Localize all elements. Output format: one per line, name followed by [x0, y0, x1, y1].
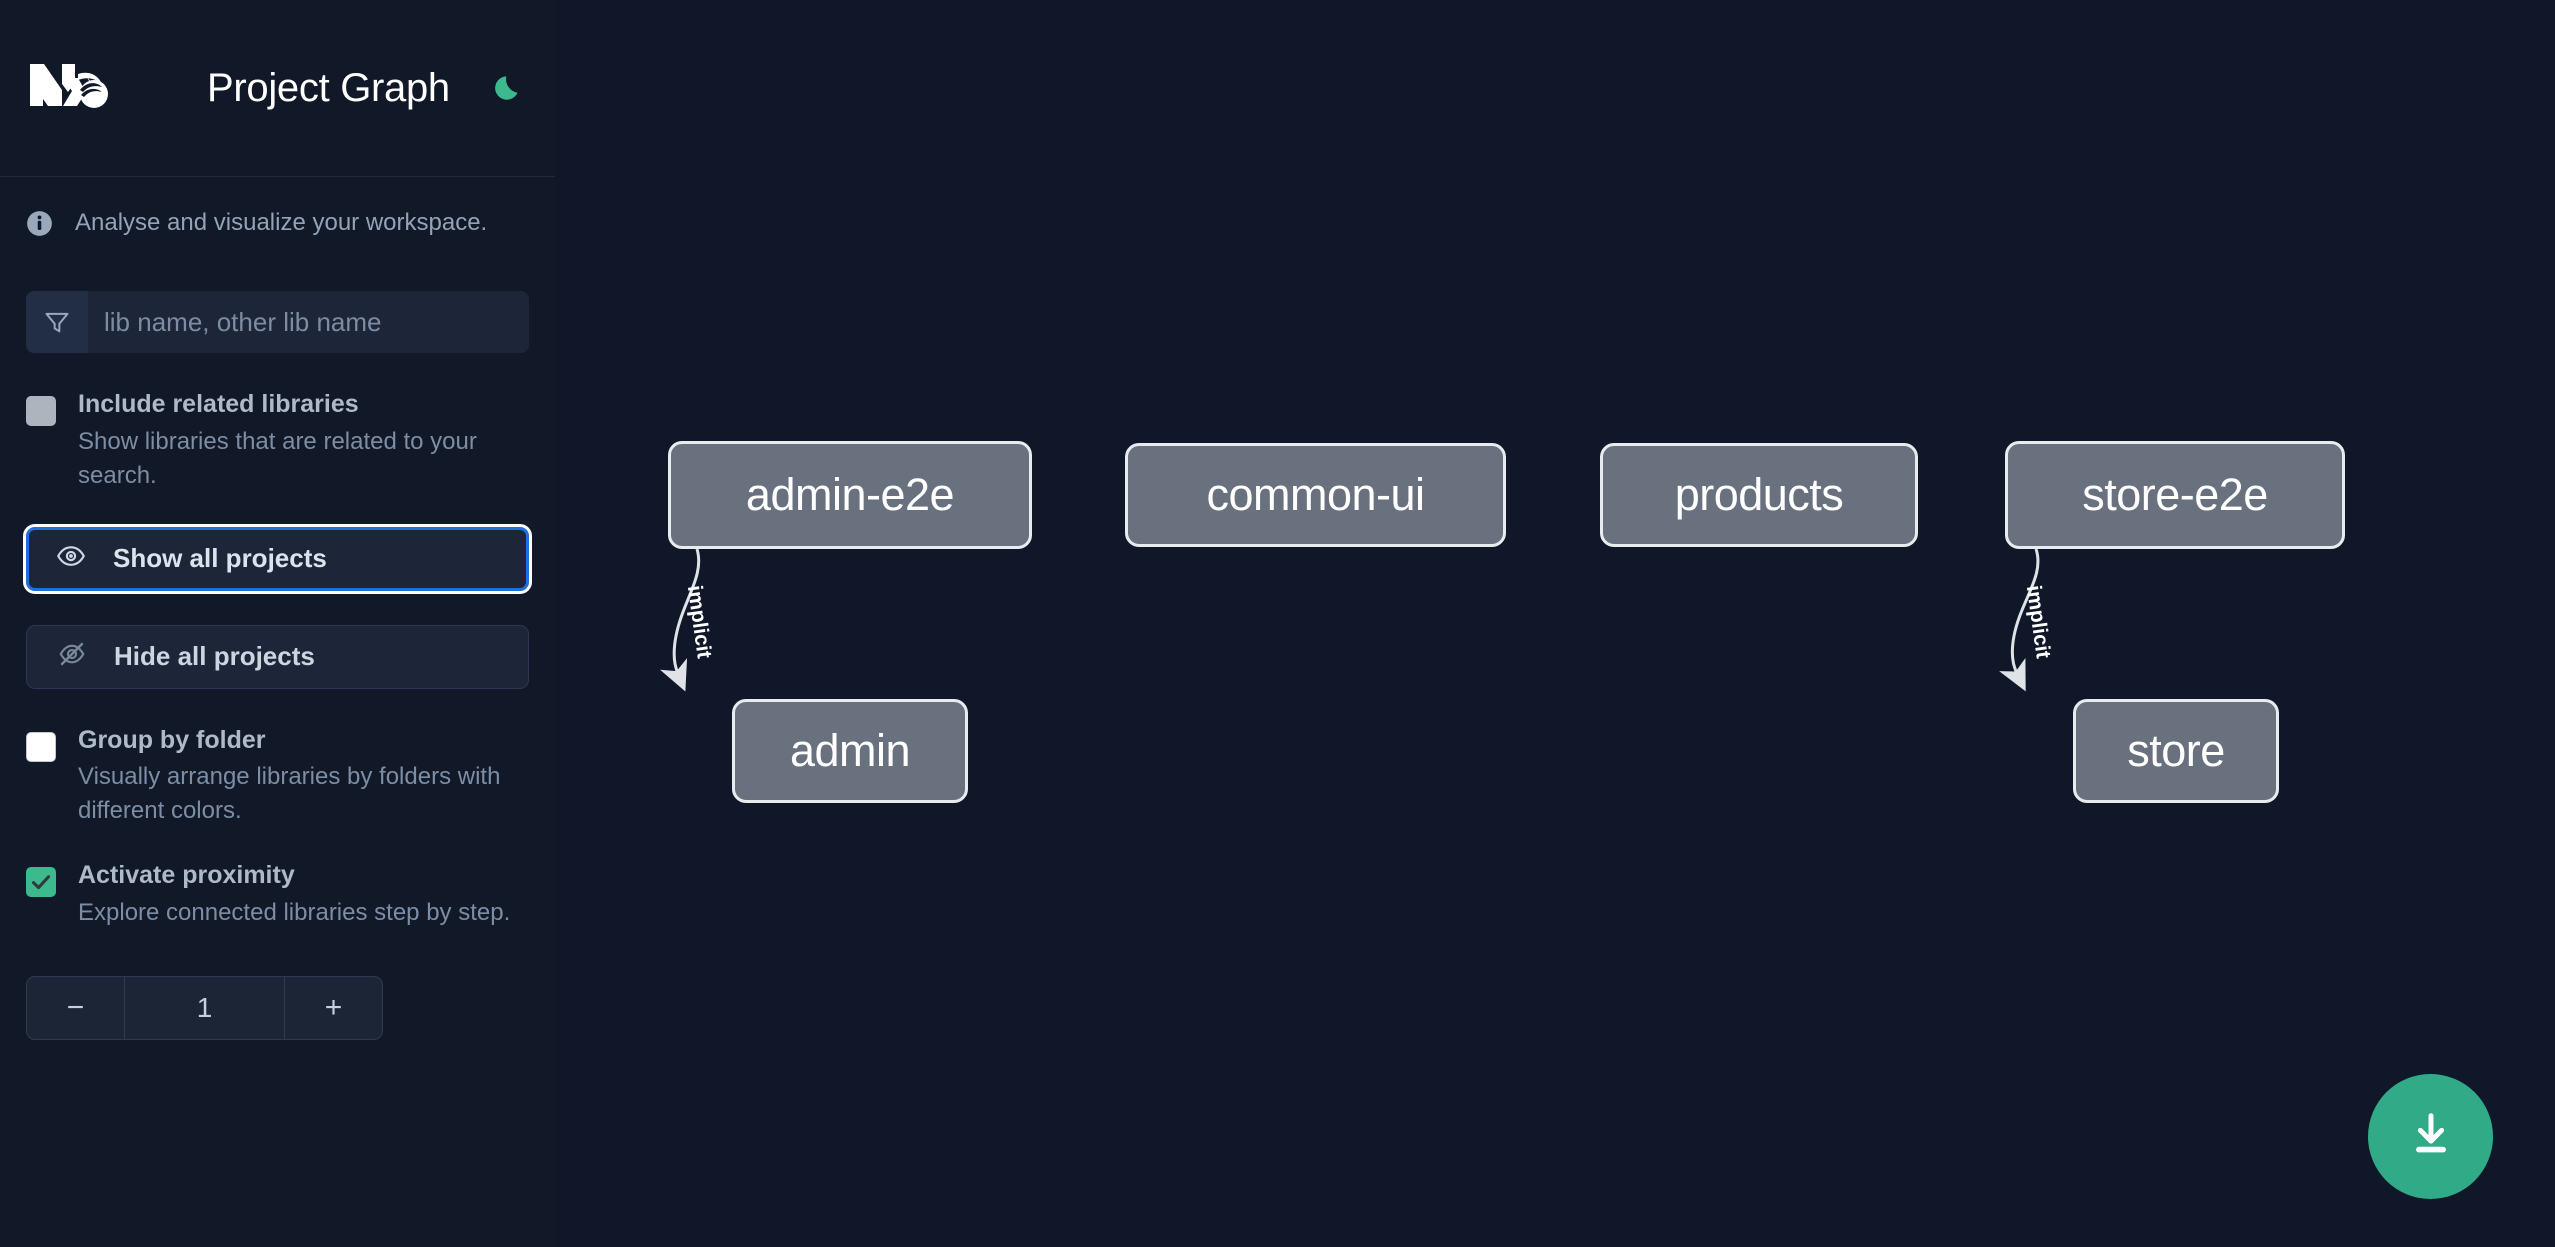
graph-canvas[interactable]: implicit implicit admin-e2e common-ui pr… [555, 0, 2555, 1247]
page-title: Project Graph [207, 65, 450, 110]
node-label: common-ui [1206, 469, 1425, 520]
node-label: products [1674, 469, 1844, 520]
option-label: Group by folder [78, 725, 266, 754]
hide-all-projects-label: Hide all projects [114, 641, 315, 672]
option-description: Show libraries that are related to your … [78, 427, 477, 489]
node-label: admin [789, 725, 911, 776]
graph-node-admin[interactable]: admin [732, 699, 968, 803]
graph-node-admin-e2e[interactable]: admin-e2e [668, 441, 1032, 549]
graph-node-store-e2e[interactable]: store-e2e [2005, 441, 2345, 549]
nx-logo-icon [26, 58, 122, 118]
sidebar-body: Include related libraries Show libraries… [0, 291, 555, 1040]
stepper-increment-button[interactable]: + [324, 990, 343, 1024]
hide-all-projects-button[interactable]: Hide all projects [26, 624, 529, 689]
download-icon [2405, 1108, 2457, 1165]
stepper-decrement-button[interactable]: − [66, 990, 85, 1024]
eye-slash-icon [57, 639, 87, 674]
show-all-projects-button[interactable]: Show all projects [23, 523, 532, 594]
node-label: store [2127, 725, 2225, 776]
edge-store-e2e-to-store [1999, 548, 2040, 692]
option-label: Activate proximity [78, 861, 295, 890]
funnel-icon [26, 291, 88, 353]
stepper-value: 1 [124, 976, 285, 1039]
proximity-stepper[interactable]: − 1 + [26, 975, 383, 1040]
checkbox-activate-proximity[interactable] [26, 867, 56, 898]
graph-node-products[interactable]: products [1600, 443, 1918, 547]
sidebar: Project Graph Analyse and visualize your… [0, 0, 555, 1247]
graph-node-store[interactable]: store [2073, 699, 2279, 803]
option-description: Visually arrange libraries by folders wi… [78, 763, 501, 825]
sidebar-header: Project Graph [0, 0, 555, 177]
workspace-info-text: Analyse and visualize your workspace. [75, 209, 488, 236]
option-include-related-libraries[interactable]: Include related libraries Show libraries… [26, 390, 529, 493]
eye-icon [56, 541, 86, 576]
node-label: admin-e2e [745, 469, 955, 520]
search-input[interactable] [88, 291, 529, 353]
option-description: Explore connected libraries step by step… [78, 898, 511, 926]
graph-edges [660, 548, 2040, 692]
show-all-projects-label: Show all projects [113, 543, 327, 574]
download-button[interactable] [2368, 1074, 2493, 1199]
checkbox-group-by-folder[interactable] [26, 731, 56, 762]
option-label: Include related libraries [78, 390, 359, 418]
graph-node-common-ui[interactable]: common-ui [1125, 443, 1506, 547]
checkbox-include-related-libraries[interactable] [26, 396, 56, 426]
filter-field[interactable] [26, 291, 529, 353]
option-group-by-folder[interactable]: Group by folder Visually arrange librari… [26, 725, 529, 829]
info-circle-icon [26, 210, 53, 237]
moon-icon[interactable] [488, 67, 530, 109]
edge-admin-e2e-to-admin [660, 548, 701, 692]
option-activate-proximity[interactable]: Activate proximity Explore connected lib… [26, 862, 529, 930]
workspace-info: Analyse and visualize your workspace. [0, 177, 555, 237]
node-label: store-e2e [2082, 469, 2268, 520]
